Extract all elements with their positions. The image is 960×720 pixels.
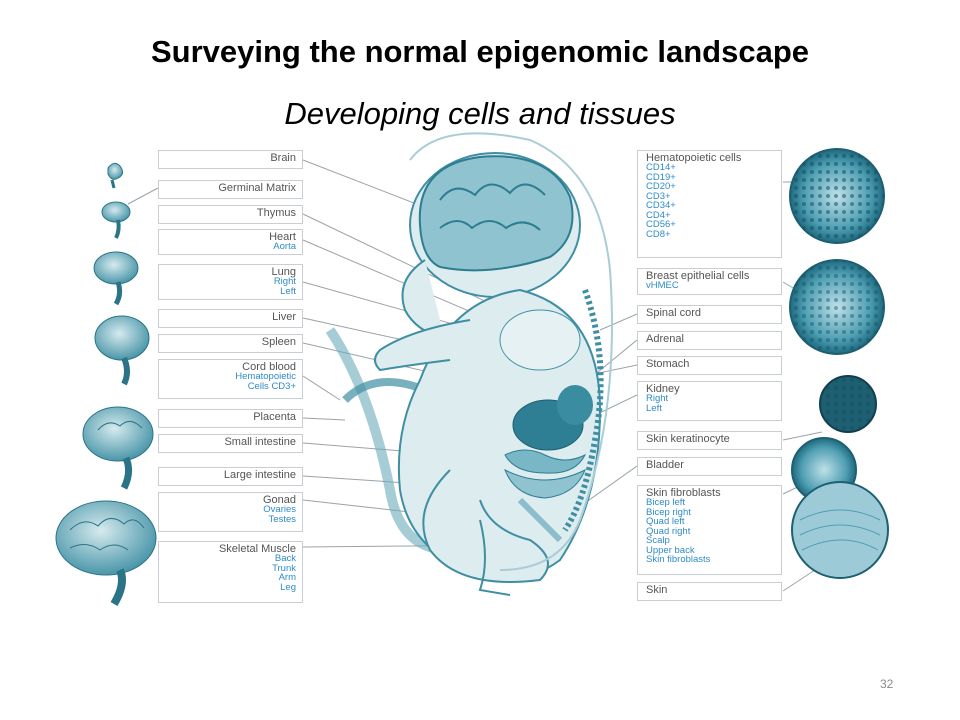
label-adrenal: Adrenal [637, 331, 782, 350]
label-gonad: Gonad Ovaries Testes [158, 492, 303, 532]
label-small-intestine: Small intestine [158, 434, 303, 453]
cell-micrograph-icon [819, 375, 877, 433]
label-bladder: Bladder [637, 457, 782, 476]
label-hematopoietic-cells: Hematopoietic cells CD14+ CD19+ CD20+ CD… [637, 150, 782, 258]
page-number: 32 [880, 677, 894, 691]
developing-brain-stage-icon [55, 500, 157, 607]
fetus-illustration [325, 132, 613, 596]
label-stomach: Stomach [637, 356, 782, 375]
label-skin: Skin [637, 582, 782, 601]
label-breast-epithelial-cells: Breast epithelial cells vHMEC [637, 268, 782, 295]
label-spinal-cord: Spinal cord [637, 305, 782, 324]
label-heart: Heart Aorta [158, 229, 303, 255]
slide-subtitle: Developing cells and tissues [284, 96, 676, 131]
cell-micrograph-icon [789, 148, 885, 244]
label-spleen: Spleen [158, 334, 303, 353]
developing-brain-stage-icon [101, 201, 131, 239]
label-skin-keratinocyte: Skin keratinocyte [637, 431, 782, 450]
slide-title: Surveying the normal epigenomic landscap… [150, 34, 810, 69]
label-large-intestine: Large intestine [158, 467, 303, 486]
cell-micrograph-icon [789, 259, 885, 355]
developing-brain-stage-icon [107, 162, 124, 189]
developing-brain-stage-icon [94, 315, 150, 386]
label-skin-fibroblasts: Skin fibroblasts Bicep left Bicep right … [637, 485, 782, 575]
developing-brain-stage-icon [82, 406, 154, 490]
cell-micrograph-icon [791, 481, 889, 579]
label-brain: Brain [158, 150, 303, 169]
label-lung: Lung Right Left [158, 264, 303, 300]
label-liver: Liver [158, 309, 303, 328]
label-placenta: Placenta [158, 409, 303, 428]
label-skeletal-muscle: Skeletal Muscle Back Trunk Arm Leg [158, 541, 303, 603]
label-cord-blood: Cord blood Hematopoietic Cells CD3+ [158, 359, 303, 399]
label-germinal-matrix: Germinal Matrix [158, 180, 303, 199]
label-thymus: Thymus [158, 205, 303, 224]
developing-brain-stage-icon [93, 251, 139, 306]
label-kidney: Kidney Right Left [637, 381, 782, 421]
